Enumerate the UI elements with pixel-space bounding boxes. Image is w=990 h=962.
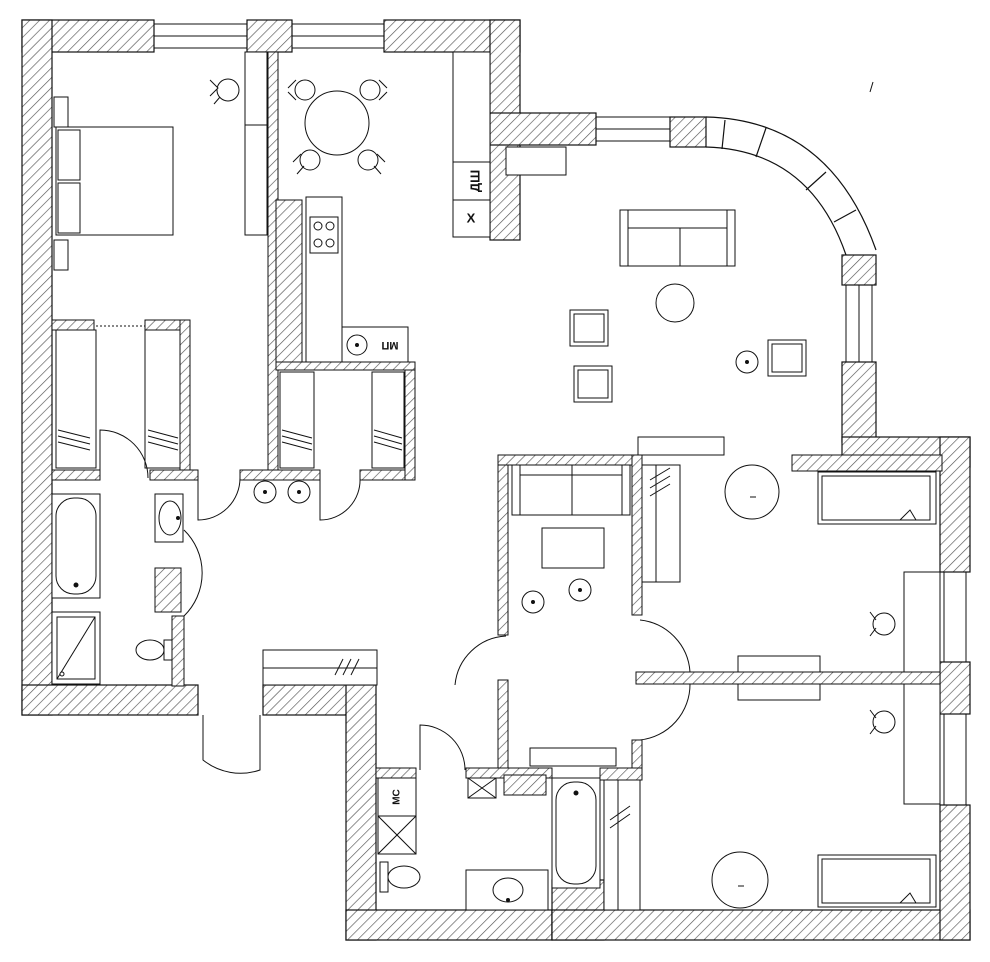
exterior-walls [21,19,971,941]
middle-table [541,527,605,569]
doors [99,429,691,774]
walk-in-closet-left [55,325,181,469]
dining-table [287,79,388,175]
cooktop-icon [309,216,339,254]
living-console [637,436,725,456]
bed-right-top [817,471,937,525]
round-rug-right-bottom [711,851,769,909]
middle-sofa [511,464,631,516]
armchairs [569,309,807,403]
sink-left [154,493,184,543]
bay-window [705,116,877,256]
chair-right-top [869,611,896,637]
hall-poufs [253,480,311,504]
entry-wardrobe [262,649,378,686]
north-mark [869,81,874,93]
toilet-bottom [379,861,421,893]
living-table [655,283,695,323]
master-bed [53,96,174,271]
wardrobe-right-bottom [603,779,641,911]
wardrobe-right [244,51,268,236]
middle-poufs [521,578,592,614]
middle-console [529,747,617,767]
windows [153,23,967,806]
washing-machine-box [377,777,417,855]
label-dishwasher: ДШ [467,170,482,192]
toilet-left [135,639,173,661]
bed-right-bottom [817,854,937,908]
living-sofa [619,209,736,267]
middle-wardrobe [641,464,681,583]
bathtub-bottom [551,777,601,889]
label-kitchen-appliance: МП [381,339,398,351]
sink-bottom [465,869,549,911]
desk-right-bottom [903,683,941,805]
label-washing-machine: МС [392,789,403,805]
walk-in-closet-middle [279,371,405,469]
living-entry-block [505,146,567,176]
label-fridge: Х [467,210,476,225]
console-right-top [737,655,821,673]
shower-left [51,611,101,685]
bathtub-left [51,493,101,599]
console-right-bottom [737,683,821,701]
shaft-box [467,777,497,799]
chair-right-bottom [869,709,896,735]
desk-right-top [903,571,941,673]
round-rug-right-top [724,464,780,520]
kitchen-sink-icon [346,334,368,356]
floor-lamp [735,350,759,374]
bedroom-chair [209,78,240,105]
